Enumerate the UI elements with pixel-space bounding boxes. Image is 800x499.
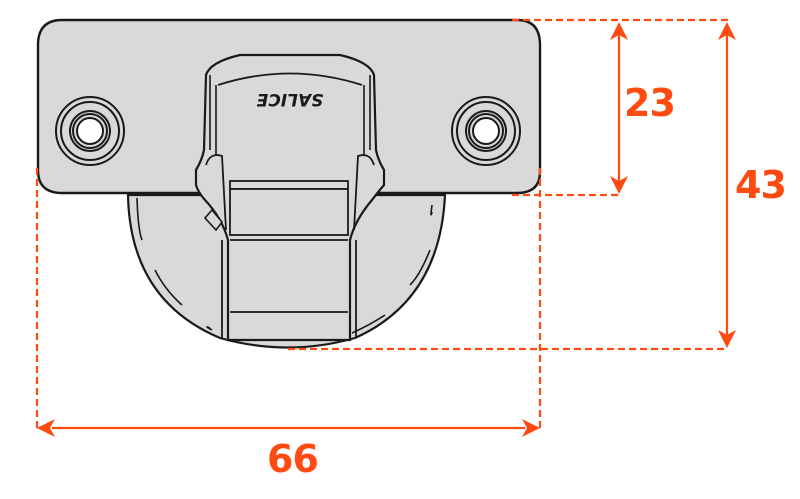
dimension-label-plate-height: 23 — [624, 81, 676, 125]
left-screw-hole — [55, 96, 125, 166]
dimension-label-total-height: 43 — [735, 163, 787, 207]
hinge-boss: SALICE — [194, 53, 386, 342]
right-screw-hole — [451, 96, 521, 166]
dimension-label-total-width: 66 — [267, 437, 319, 481]
dimension-arrowheads — [37, 22, 736, 437]
brand-logo: SALICE — [256, 89, 323, 109]
dimension-lines — [35, 18, 729, 430]
